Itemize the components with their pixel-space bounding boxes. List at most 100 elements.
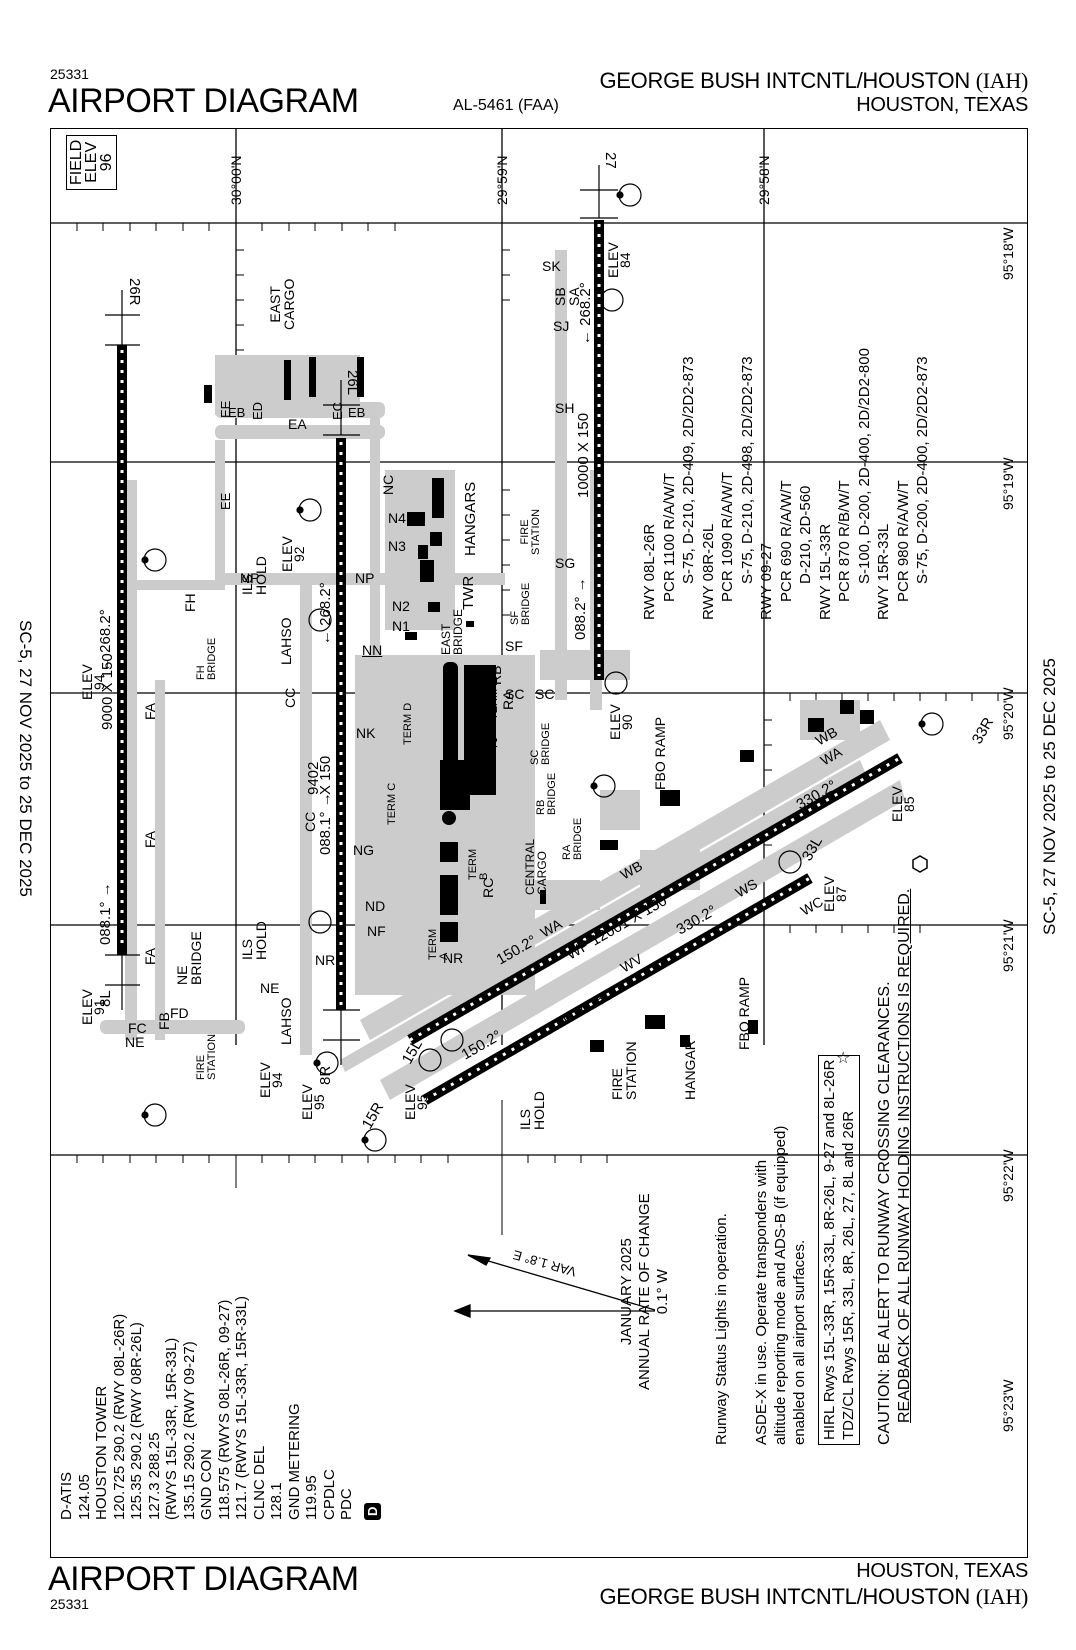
tower-base	[442, 811, 456, 825]
lat-29-58: 29°58'N	[756, 155, 772, 205]
fire-station-label-north: FIRE STATION	[519, 508, 542, 555]
sc-bridge-line2: BRIDGE	[540, 722, 552, 765]
taxiway-ea: EA	[288, 416, 307, 432]
rwy-08r-26l-strength: S-75, D-210, 2D-498, 2D/2D2-873	[738, 356, 756, 584]
east-cargo-line2: CARGO	[281, 278, 297, 330]
ils-hold-label-south: ILS HOLD	[517, 1091, 547, 1130]
taxiway-fh: FH	[182, 593, 198, 612]
ra-bridge-label: RA BRIDGE	[561, 818, 584, 860]
lat-30-00: 30°00'N	[228, 155, 244, 205]
taxiway-rc: RC	[480, 877, 496, 898]
taxiway-eb-2: EB	[348, 405, 366, 420]
asde-note: ASDE-X in use. Operate transponders with…	[752, 1126, 809, 1445]
rwy-08r-26l-pcr: PCR 1090 R/A/W/T	[719, 471, 736, 602]
svg-text:ELEV: ELEV	[605, 242, 621, 278]
freq-d-atis: D-ATIS	[58, 1471, 75, 1520]
twr-label: TWR	[460, 575, 477, 610]
taxiway-nk: NK	[356, 725, 376, 741]
lon-95-23: 95°23'W	[1000, 1379, 1016, 1432]
airport-name-text: GEORGE BUSH INTCNTL/HOUSTON	[599, 68, 970, 93]
hirl-note: HIRL Rwys 15L-33R, 15R-33L, 8R-26L, 9-27…	[821, 1059, 838, 1440]
asde-note-2: altitude reporting mode and ADS-B (if eq…	[772, 1125, 789, 1445]
ils-hold-s-line2: HOLD	[531, 1091, 547, 1130]
svg-text:ELEV: ELEV	[299, 1084, 315, 1120]
airport-name: GEORGE BUSH INTCNTL/HOUSTON (IAH)	[599, 68, 1028, 94]
d-badge-icon: D	[363, 1502, 381, 1520]
svg-text:ELEV: ELEV	[79, 664, 95, 700]
taxiway-np-2: NP	[355, 570, 375, 586]
caution-line2: READBACK OF ALL RUNWAY HOLDING INSTRUCTI…	[896, 888, 913, 1423]
svg-text:95: 95	[311, 1094, 327, 1110]
fire-station-s-line1: FIRE	[609, 1068, 625, 1100]
caution-line1: CAUTION: BE ALERT TO RUNWAY CROSSING CLE…	[876, 981, 893, 1445]
svg-text:91: 91	[91, 999, 107, 1015]
star-icon: ☆	[836, 1050, 850, 1067]
taxiway-ed: ED	[250, 401, 265, 420]
taxiway-nn: NN	[362, 642, 383, 658]
svg-text:9000 X 150: 9000 X 150	[99, 653, 116, 730]
term-c-building	[440, 760, 470, 810]
taxiway-sj: SJ	[553, 318, 570, 334]
fire-station-label-west: FIRE STATION	[195, 1034, 218, 1080]
sf-bridge-label: SF BRIDGE	[509, 583, 532, 625]
ils-hold-w-line2: HOLD	[253, 921, 269, 960]
freq-gnd-con-1: 118.575 (RWYS 08L-26R, 09-27)	[215, 1299, 233, 1520]
hangar-label: HANGAR	[682, 1040, 698, 1100]
var-epoch: JANUARY 2025	[618, 1238, 635, 1346]
svg-text:ELEV: ELEV	[889, 786, 905, 822]
taxiway-fa: FA	[142, 830, 158, 848]
taxiway-sf: SF	[505, 638, 523, 654]
city-state: HOUSTON, TEXAS	[856, 94, 1028, 116]
freq-tower-4: 135.15 290.2 (RWY 09-27)	[180, 1341, 198, 1520]
taxiway-ng: NG	[353, 842, 374, 858]
footer-airport-id: (IAH)	[975, 1584, 1029, 1609]
svg-text:84: 84	[617, 252, 633, 268]
taxiway-fd: FD	[170, 1005, 189, 1021]
footer-airport-name: GEORGE BUSH INTCNTL/HOUSTON (IAH)	[599, 1584, 1028, 1610]
rwsl-note: Runway Status Lights in operation.	[713, 1213, 730, 1445]
lon-95-21: 95°21'W	[1000, 919, 1016, 972]
freq-clnc-del-value: 128.1	[268, 1482, 285, 1520]
freq-gnd-metering-value: 119.95	[303, 1475, 320, 1520]
taxiway-areas	[100, 250, 905, 1100]
freq-tower-2: 125.35 290.2 (RWY 08R-26L)	[128, 1322, 145, 1520]
term-c-label-east: TERM C	[487, 747, 499, 790]
svg-text:← 268.2°: ← 268.2°	[577, 282, 594, 345]
var-label-graphic: VAR 1.8° E	[511, 1247, 578, 1279]
taxiway-eb: EB	[228, 405, 246, 420]
freq-gnd-con: GND CON	[198, 1449, 215, 1520]
rwy-09-27-pcr: PCR 690 R/A/W/T	[777, 480, 795, 602]
taxiway-nb-north: NC	[380, 474, 396, 495]
taxiway-sg: SG	[555, 555, 576, 571]
rwy-09-27: RWY 09-27	[758, 543, 775, 620]
svg-text:088.1° →: 088.1° →	[317, 792, 334, 855]
chart-number: 25331	[50, 66, 89, 82]
rwy-15r-33l-pcr: PCR 980 R/A/W/T	[894, 480, 912, 602]
svg-text:87: 87	[833, 886, 849, 902]
freq-tower: HOUSTON TOWER	[93, 1385, 110, 1520]
freq-gnd-metering: GND METERING	[285, 1403, 303, 1520]
grid-lines	[50, 128, 1028, 1156]
taxiway-n4: N4	[388, 510, 406, 526]
rwy-15r-33l: RWY 15R-33L	[875, 523, 892, 620]
taxiway-r2: R2	[480, 734, 498, 750]
svg-text:90: 90	[619, 714, 635, 730]
svg-text:088.1° →: 088.1° →	[97, 882, 114, 945]
taxiway-sc: SC	[535, 686, 555, 702]
ils-hold-s-line1: ILS	[517, 1108, 533, 1130]
hangars-label: HANGARS	[462, 481, 479, 556]
taxiway-nf: NF	[367, 923, 386, 939]
svg-text:← 268.2°: ← 268.2°	[317, 582, 334, 645]
svg-text:10000 X 150: 10000 X 150	[575, 413, 592, 498]
svg-text:ELEV: ELEV	[257, 1062, 273, 1098]
lon-95-18: 95°18'W	[1000, 227, 1016, 280]
ne-bridge-line1: NE	[174, 965, 190, 985]
term-a-building	[440, 922, 458, 942]
taxiway-nd: ND	[365, 898, 386, 914]
fire-station-line2: STATION	[530, 508, 542, 555]
beacon-icon	[912, 855, 928, 873]
taxiway-ne-west: NE	[125, 1034, 145, 1050]
rwy-15l-33r-pcr: PCR 870 R/B/W/T	[836, 480, 853, 602]
taxiway-nr-2: NR	[443, 950, 464, 966]
svg-text:27: 27	[602, 152, 619, 169]
